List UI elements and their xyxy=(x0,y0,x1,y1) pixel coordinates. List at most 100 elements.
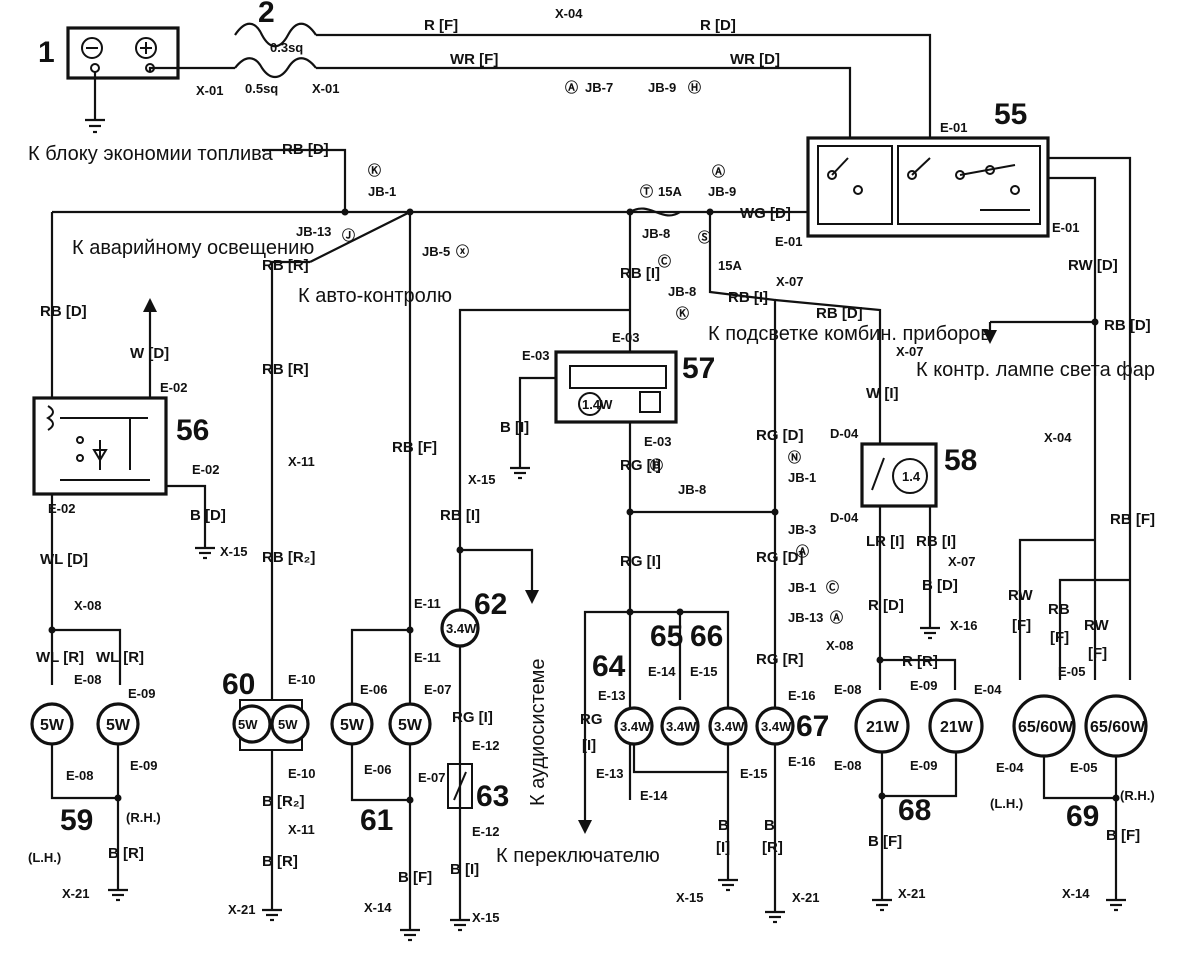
conn-x21-b: X-21 xyxy=(228,902,255,917)
conn-e06-a: E-06 xyxy=(360,682,387,697)
conn-x15-b: X-15 xyxy=(472,910,499,925)
conn-e09-d: E-09 xyxy=(910,758,937,773)
conn-e11-a: E-11 xyxy=(414,596,441,611)
conn-jb13: JB-13 xyxy=(296,224,331,239)
component-55-number: 55 xyxy=(994,98,1027,131)
lamp-59-left-rating: 5W xyxy=(40,717,65,734)
wire-rb-f-69: RB [F] xyxy=(1110,511,1155,528)
conn-x11-a: X-11 xyxy=(288,454,315,469)
lamp-58-rating: 1.4 xyxy=(902,469,921,484)
wire-b-f-69: B [F] xyxy=(1106,827,1140,844)
conn-e14-b: E-14 xyxy=(640,788,668,803)
wire-i-66: [I] xyxy=(716,839,730,856)
conn-e09-b: E-09 xyxy=(130,758,157,773)
conn-e11-b: E-11 xyxy=(414,650,441,665)
wire-f-a: [F] xyxy=(1012,617,1031,634)
conn-e15-a: E-15 xyxy=(690,664,717,679)
conn-e16-b: E-16 xyxy=(788,754,815,769)
lamp-68-left-rating: 21W xyxy=(866,719,900,736)
conn-jb9-top: JB-9 xyxy=(648,80,676,95)
lamp-57-rating: 1.4W xyxy=(582,397,613,412)
wire-rg-d-a: RG [D] xyxy=(756,427,804,444)
wire-b-67: B xyxy=(764,817,775,834)
component-64-number: 64 xyxy=(592,650,626,683)
conn-x21-c: X-21 xyxy=(792,890,819,905)
wire-rb-d-58: RB [D] xyxy=(816,305,863,322)
wire-r-67: [R] xyxy=(762,839,783,856)
conn-e12-b: E-12 xyxy=(472,824,499,839)
letter-h-jb9: Ⓗ xyxy=(688,80,701,95)
conn-x01-b: X-01 xyxy=(312,81,339,96)
wire-wr-f: WR [F] xyxy=(450,51,498,68)
wire-w-d: W [D] xyxy=(130,345,169,362)
lamp-62-rating: 3.4W xyxy=(446,621,477,636)
lamp-61b-rating: 5W xyxy=(398,717,423,734)
conn-e08-a: E-08 xyxy=(74,672,101,687)
lamp-60 xyxy=(232,699,310,751)
note-autocontrol: К авто-контролю xyxy=(298,285,452,307)
letter-k-jb1: Ⓚ xyxy=(368,163,381,178)
wire-rb-r-b: RB [R] xyxy=(262,361,309,378)
conn-x01-a: X-01 xyxy=(196,83,223,98)
conn-e15-b: E-15 xyxy=(740,766,767,781)
ground-symbols xyxy=(108,466,1126,942)
side-lh-69: (L.H.) xyxy=(990,796,1023,811)
letter-k-jb8: Ⓚ xyxy=(676,306,689,321)
conn-e09-a: E-09 xyxy=(128,686,155,701)
conn-e05-b: E-05 xyxy=(1070,760,1097,775)
lamp-67 xyxy=(755,706,795,746)
conn-x15-c: X-15 xyxy=(468,472,495,487)
wire-rb-r2: RB [R₂] xyxy=(262,549,315,566)
conn-e08-b: E-08 xyxy=(66,768,93,783)
lamp-59-right-rating: 5W xyxy=(106,717,131,734)
conn-e02-c: E-02 xyxy=(48,501,75,516)
lamp-60b-rating: 5W xyxy=(278,717,298,732)
headlamp-left-rating: 65/60W xyxy=(1018,719,1074,736)
wire-wr-d: WR [D] xyxy=(730,51,780,68)
wire-f-c: [F] xyxy=(1088,645,1107,662)
letter-c-jb1: Ⓒ xyxy=(826,580,839,595)
battery xyxy=(66,26,180,80)
letter-a-jb13: Ⓐ xyxy=(830,610,843,625)
conn-jb1-c: JB-1 xyxy=(788,580,816,595)
wire-r-r: R [R] xyxy=(902,653,938,670)
conn-e16-a: E-16 xyxy=(788,688,815,703)
wire-wg-d: WG [D] xyxy=(740,205,791,222)
wire-i-64: [I] xyxy=(582,737,596,754)
conn-x14-a: X-14 xyxy=(364,900,392,915)
wire-b-66: B xyxy=(718,817,729,834)
conn-jb1-top: JB-1 xyxy=(368,184,396,199)
wire-r-d: R [D] xyxy=(700,17,736,34)
headlamp-right-rating: 65/60W xyxy=(1090,719,1146,736)
lamp-66-rating: 3.4W xyxy=(714,719,745,734)
component-67-number: 67 xyxy=(796,710,829,743)
conn-x08-b: X-08 xyxy=(826,638,853,653)
conn-jb8-b: JB-8 xyxy=(678,482,706,497)
conn-e13-b: E-13 xyxy=(596,766,623,781)
conn-e07-a: E-07 xyxy=(424,682,451,697)
note-audio: К аудиосистеме xyxy=(527,658,549,806)
wire-b-r-59: B [R] xyxy=(108,845,144,862)
conn-e10-b: E-10 xyxy=(288,766,315,781)
conn-e12-a: E-12 xyxy=(472,738,499,753)
wire-rb-d-left: RB [D] xyxy=(40,303,87,320)
wire-b-f-68: B [F] xyxy=(868,833,902,850)
lamp-61-b xyxy=(388,702,432,746)
wire-rw-d: RW [D] xyxy=(1068,257,1118,274)
conn-jb8-a: JB-8 xyxy=(642,226,670,241)
lamp-61a-rating: 5W xyxy=(340,717,365,734)
wire-rw-b: RW xyxy=(1084,617,1110,634)
letter-b-57: Ⓑ xyxy=(650,458,663,473)
lamp-62 xyxy=(440,608,480,648)
component-1-number: 1 xyxy=(38,36,55,69)
component-61-number: 61 xyxy=(360,804,393,837)
conn-jb3: JB-3 xyxy=(788,522,816,537)
wire-wl-r-b: WL [R] xyxy=(96,649,144,666)
side-lh-59: (L.H.) xyxy=(28,850,61,865)
wire-b-i-63: B [I] xyxy=(450,861,479,878)
lamp-60a-rating: 5W xyxy=(238,717,258,732)
wire-rb-f-61: RB [F] xyxy=(392,439,437,456)
conn-e04-b: E-04 xyxy=(996,760,1024,775)
headlamp-relay xyxy=(806,136,1050,238)
component-66-number: 66 xyxy=(690,620,723,653)
